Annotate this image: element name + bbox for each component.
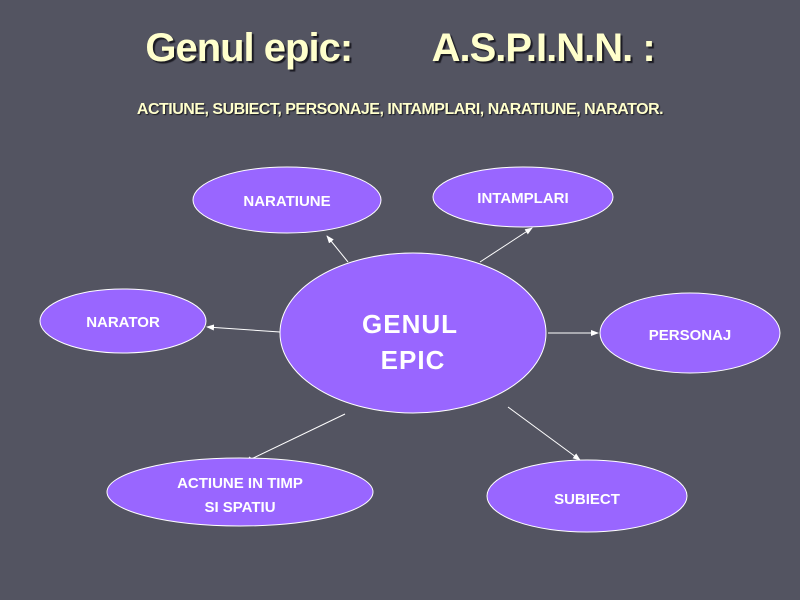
label-narator: NARATOR	[86, 314, 160, 331]
node-personaj	[599, 292, 781, 374]
label-intamplari: INTAMPLARI	[477, 190, 568, 207]
arrow-actiune	[244, 413, 346, 463]
label-actiune-1: ACTIUNE IN TIMP	[177, 475, 303, 492]
label-personaj: PERSONAJ	[649, 327, 732, 344]
arrow-naratiune	[326, 235, 349, 263]
slide-title: Genul epic: A.S.P.I.N.N. :	[0, 26, 800, 71]
node-subiect	[486, 459, 688, 533]
node-center	[279, 252, 547, 414]
label-subiect: SUBIECT	[554, 491, 620, 508]
label-actiune-2: SI SPATIU	[204, 499, 275, 516]
node-actiune	[106, 457, 374, 527]
label-center-1: GENUL	[362, 309, 458, 339]
node-naratiune	[192, 166, 382, 234]
arrow-narator	[206, 324, 281, 333]
arrow-intamplari	[479, 227, 533, 263]
label-center-2: EPIC	[381, 345, 446, 375]
node-intamplari	[432, 166, 614, 228]
title-right: A.S.P.I.N.N. :	[431, 26, 656, 70]
title-left: Genul epic:	[145, 26, 353, 70]
slide-subtitle: ACTIUNE, SUBIECT, PERSONAJE, INTAMPLARI,…	[136, 101, 664, 118]
label-naratiune: NARATIUNE	[243, 193, 330, 210]
arrow-subiect	[507, 406, 581, 461]
node-narator	[39, 288, 207, 354]
